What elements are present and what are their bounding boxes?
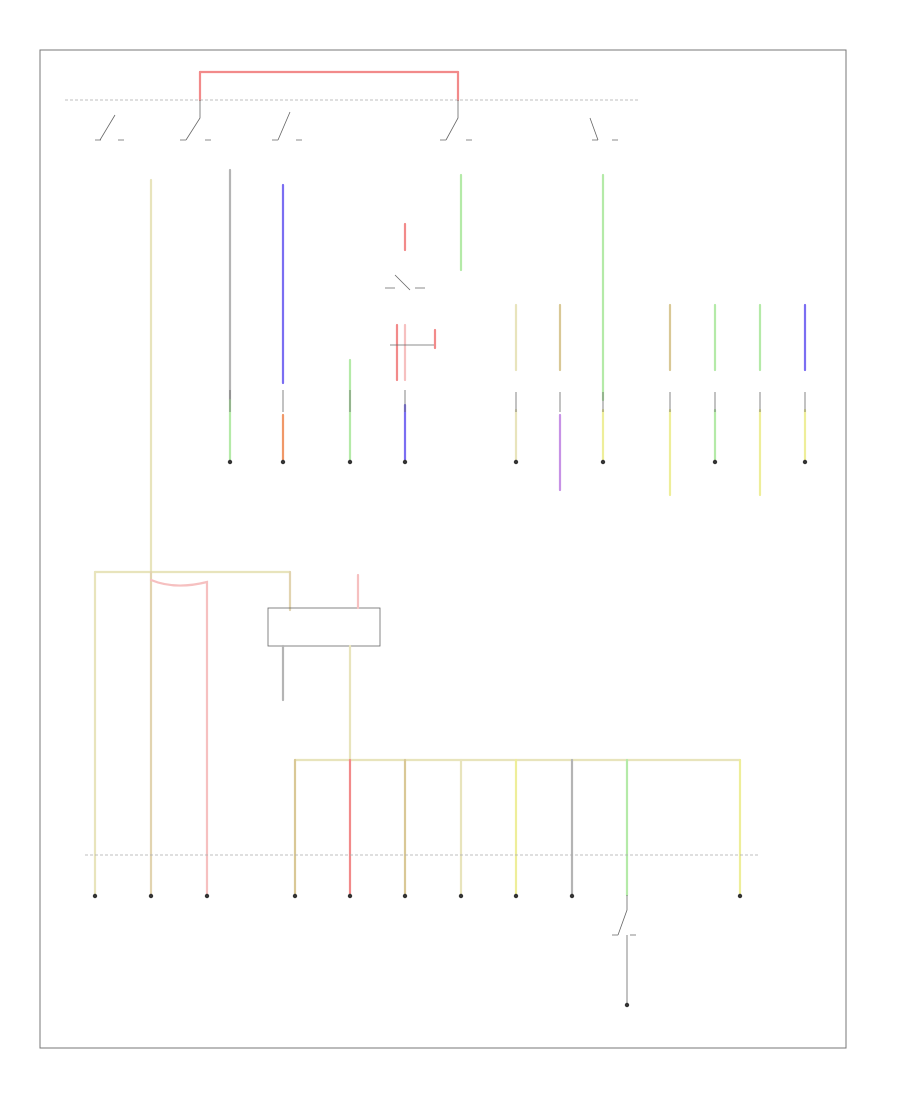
bottom-switch (612, 895, 636, 1008)
upper-terminal-dots (227, 459, 808, 465)
upper-fuses (229, 390, 806, 412)
ignition-switch-contacts (95, 100, 618, 141)
lower-terminal-dots (92, 893, 743, 899)
diagram-frame (39, 49, 847, 1049)
lower-distribution (85, 570, 760, 897)
upper-fuse-row-wires (228, 303, 807, 497)
center-relay (385, 222, 437, 382)
